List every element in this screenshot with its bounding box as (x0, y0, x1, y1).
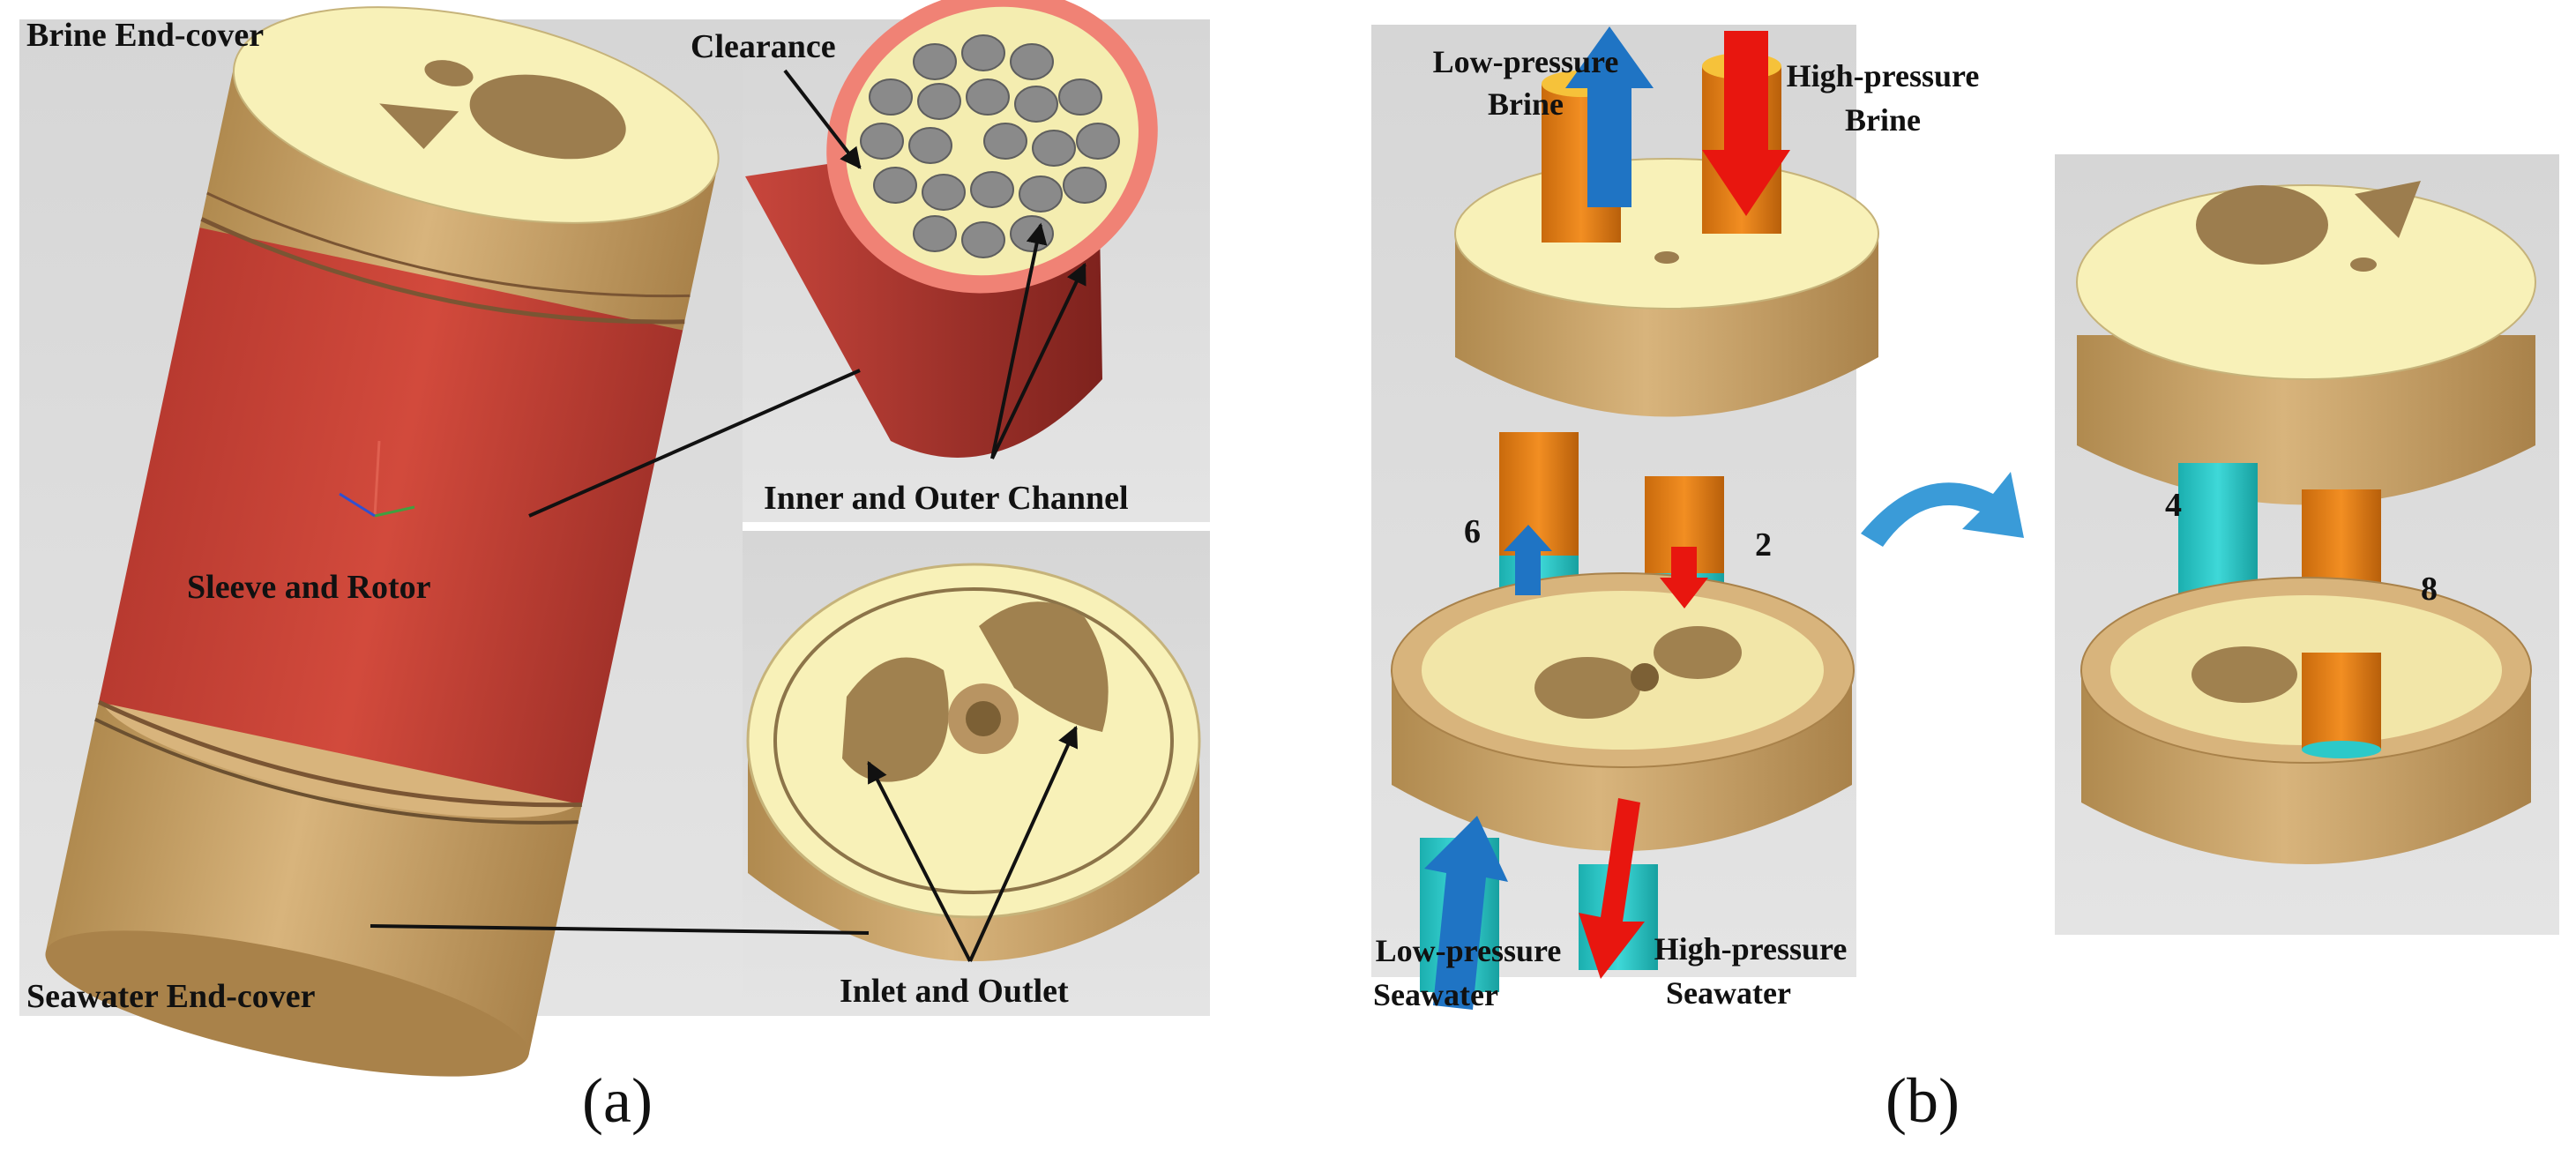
top-hole-small (424, 60, 474, 86)
channel-number-6: 6 (1464, 513, 1481, 550)
channel-6-upper (1499, 432, 1579, 556)
leader-seawater (370, 924, 870, 935)
label-high-pressure-brine-line2: Brine (1845, 102, 1921, 138)
label-low-pressure-seawater-line1: Low-pressure (1376, 933, 1562, 968)
panel-a: Brine End-cover Clearance Inner and Oute… (19, 0, 1210, 1136)
sleeve-bottom-edge (98, 699, 582, 808)
brine-groove-line (200, 217, 685, 325)
lower-end-cover-b (1391, 572, 1855, 851)
brine-groove-line-2 (206, 191, 691, 298)
arrow-channel-6 (1504, 525, 1552, 595)
leader-sleeve (528, 369, 861, 518)
channel-number-2: 2 (1755, 526, 1772, 564)
channel-number-8: 8 (2421, 571, 2438, 608)
label-high-pressure-seawater-line1: High-pressure (1654, 931, 1848, 967)
leader-lines-a (370, 69, 1086, 962)
assembled-cylinder (45, 6, 720, 1077)
label-low-pressure-brine-line2: Brine (1488, 86, 1564, 122)
endcover-port-right (979, 601, 1109, 732)
seawater-groove-line (94, 717, 579, 825)
label-clearance: Clearance (691, 28, 836, 65)
leader-clearance (783, 69, 862, 169)
panel-b: Low-pressure Brine High-pressure Brine L… (1371, 25, 2559, 1136)
top-hole-large (469, 74, 626, 160)
rotor-cylinder (745, 0, 1158, 458)
arrow-low-pressure-seawater (1424, 816, 1508, 1010)
label-low-pressure-seawater-line2: Seawater (1373, 977, 1498, 1012)
rotated-assembly (2076, 181, 2536, 864)
arrow-low-pressure-brine (1565, 26, 1654, 207)
endcover-center-hole (966, 701, 1001, 736)
arrow-high-pressure-brine (1702, 31, 1790, 216)
label-brine-end-cover: Brine End-cover (26, 17, 264, 54)
label-seawater-end-cover: Seawater End-cover (26, 978, 316, 1015)
flow-arrows (1424, 26, 1790, 1010)
inlet-outlet-end-cover (746, 563, 1201, 961)
caption-a: (a) (582, 1065, 653, 1136)
arrow-high-pressure-seawater (1579, 798, 1645, 979)
label-low-pressure-brine-line1: Low-pressure (1433, 44, 1619, 79)
leader-inlet (867, 760, 972, 962)
leader-channel-2 (990, 262, 1086, 459)
label-sleeve-rotor: Sleeve and Rotor (187, 569, 431, 606)
leader-outlet (968, 725, 1079, 962)
arrow-channel-2 (1660, 547, 1708, 608)
caption-b: (b) (1885, 1065, 1960, 1136)
leader-channel-1 (990, 222, 1048, 459)
axis-triad (339, 440, 415, 518)
channel-number-4: 4 (2165, 487, 2182, 524)
label-high-pressure-brine-line1: High-pressure (1787, 58, 1980, 93)
curved-rotation-arrow (1861, 472, 2024, 547)
seawater-end-cover-bottom (45, 930, 529, 1077)
rotor-channels (860, 34, 1120, 258)
top-hole-triangle (379, 103, 459, 150)
endcover-port-left (842, 657, 949, 782)
label-inlet-outlet: Inlet and Outlet (840, 973, 1069, 1010)
label-high-pressure-seawater-line2: Seawater (1666, 975, 1791, 1011)
label-inner-outer-channel: Inner and Outer Channel (764, 480, 1129, 517)
endcover-inner-ring (773, 587, 1174, 894)
